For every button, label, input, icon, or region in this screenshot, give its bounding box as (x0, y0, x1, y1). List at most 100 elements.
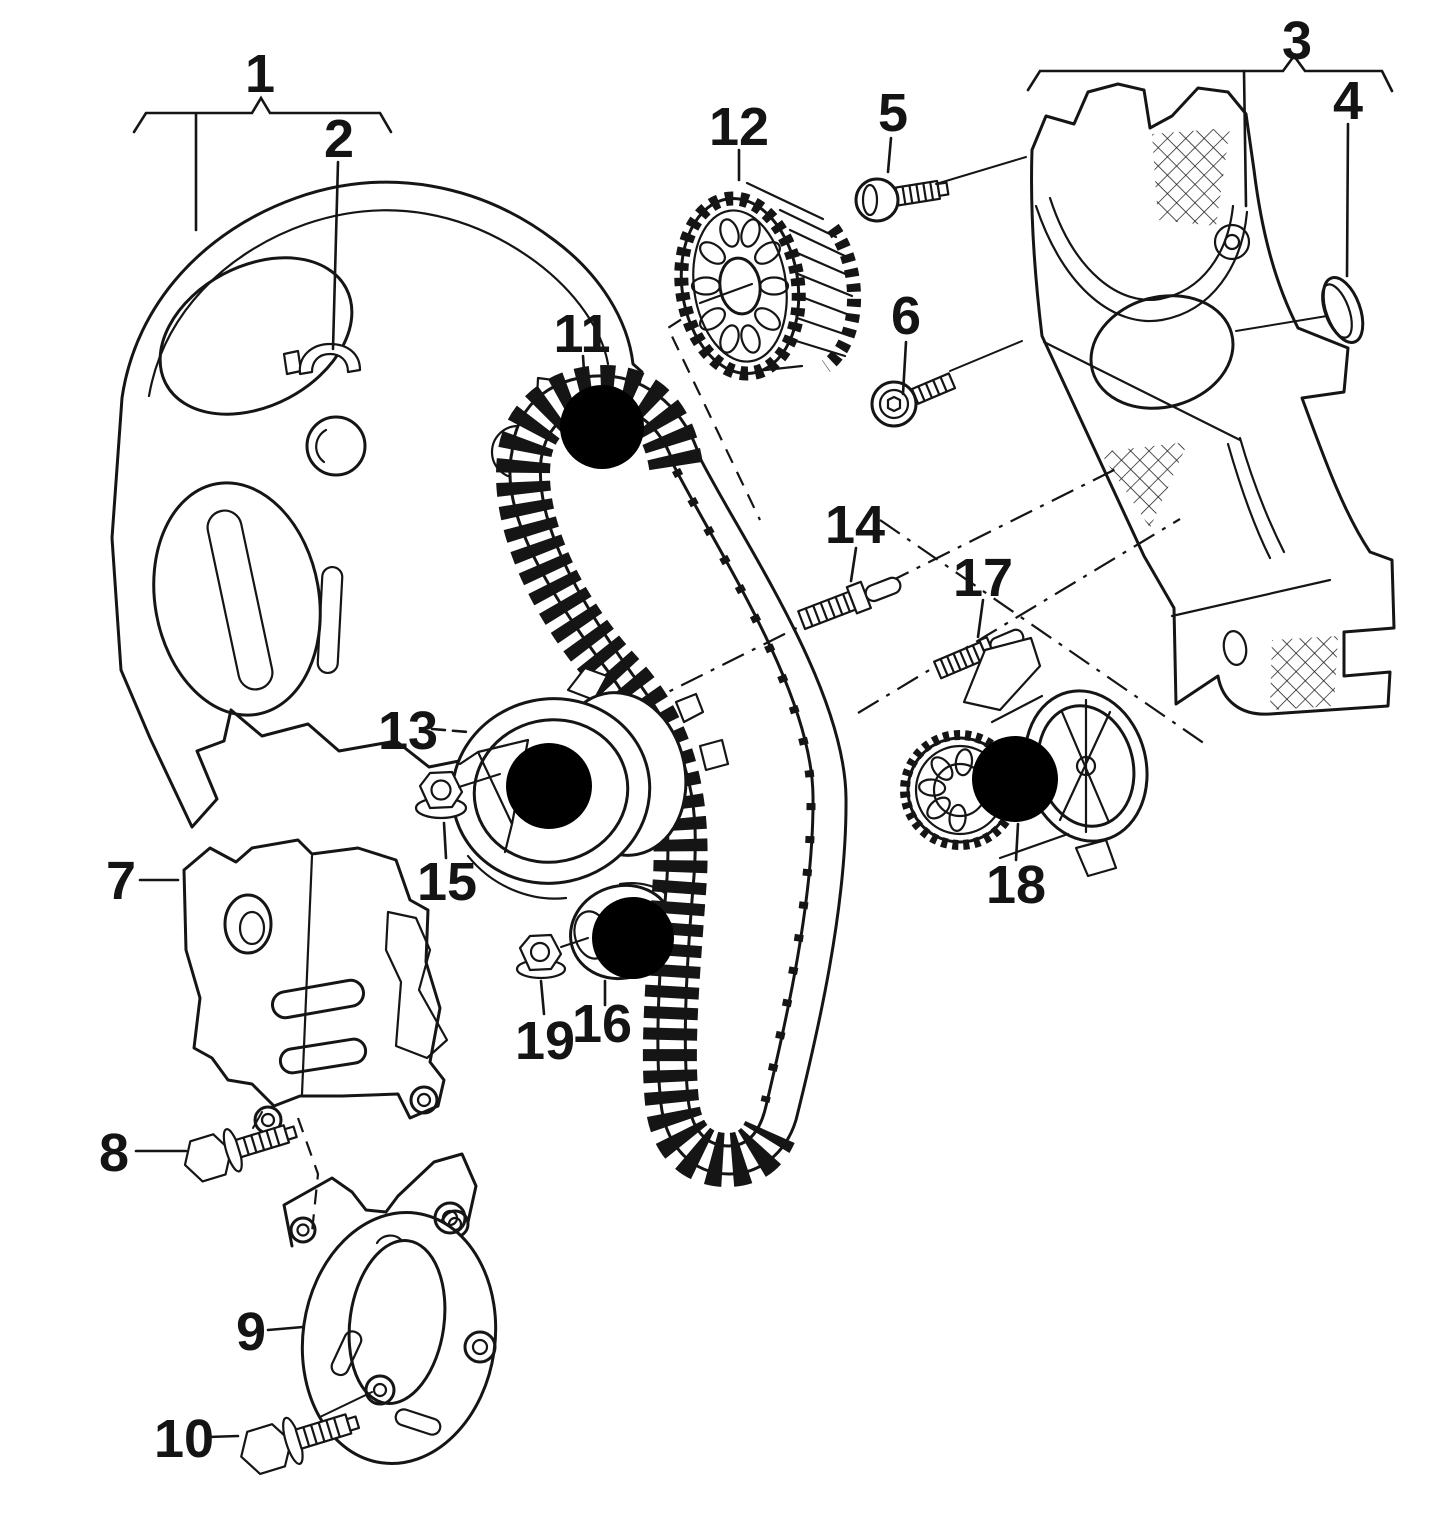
leader-11 (581, 354, 587, 388)
hex-bolt-part10 (240, 1413, 361, 1475)
callout-10: 10 (154, 1409, 214, 1469)
plate-grommet (223, 893, 273, 955)
pointer-plug4 (1235, 315, 1328, 332)
ring-boss-top (433, 1201, 467, 1235)
callout-17: 17 (953, 548, 1013, 608)
pump-spokes (1058, 698, 1112, 834)
redaction-circle-4 (972, 736, 1058, 822)
ring-strap-ear-left-hole (296, 1223, 310, 1237)
belt-back-teeth (671, 467, 816, 1104)
bolt5-threads (901, 181, 935, 206)
bolt6-head (870, 380, 918, 428)
axis-stud17 (857, 518, 1181, 714)
leader-17 (976, 598, 985, 639)
bracket-group1 (132, 95, 393, 134)
pump-gear-hole (954, 748, 974, 777)
cover-upper-opening (158, 256, 354, 416)
tensioner-base-arm (384, 910, 449, 1060)
ring-strap-ear-left (289, 1216, 317, 1244)
ring-boss-top-hole (441, 1209, 459, 1227)
rear-cover-part3 (1030, 82, 1396, 716)
rear-cover-outline (1030, 82, 1396, 716)
bolt5-head-edge (861, 183, 879, 217)
ring-slot-bottom (394, 1408, 442, 1436)
redaction-circle-3 (592, 897, 674, 979)
leader-19 (539, 979, 546, 1016)
hatch-top (1152, 128, 1230, 226)
tensioner-top-tab (566, 666, 609, 702)
axis-tensioner-stud14 (639, 465, 1123, 707)
sprocket-hole (754, 307, 781, 331)
callout-15: 15 (417, 852, 477, 912)
stud17-threads (939, 644, 981, 677)
callout-9: 9 (236, 1302, 266, 1362)
sprocket-center-mark (698, 282, 754, 305)
callout-2: 2 (324, 109, 354, 169)
bolt6-threads (917, 375, 948, 403)
leader-18 (1014, 822, 1020, 862)
plate-fold (300, 854, 314, 1096)
plate-grommet-inner (238, 910, 266, 946)
bracket-group3 (1026, 53, 1394, 93)
callout-19: 19 (515, 1011, 575, 1071)
rear-cover-bore-inner (1048, 196, 1235, 301)
redaction-layer (506, 385, 1058, 979)
cam-sprocket-part12 (674, 181, 862, 381)
ring-boss-bottom (364, 1374, 396, 1406)
bolt-part5 (854, 177, 950, 223)
clip-part2 (282, 342, 362, 376)
plate-ear-right (409, 1085, 439, 1115)
nut15-hole (430, 779, 452, 801)
hatch-middle (1100, 442, 1188, 528)
nut19-hole (529, 941, 551, 963)
pump-gear-hole (930, 756, 954, 781)
rear-cover-rib (1226, 436, 1286, 560)
clip-body (298, 342, 362, 376)
pump-hub (1075, 755, 1097, 777)
leader-5 (886, 136, 893, 174)
sprocket-hole (740, 324, 761, 354)
sprocket-back-teeth (821, 223, 862, 372)
cover-mid-slot (316, 565, 344, 675)
plate-slot-1 (271, 978, 365, 1020)
callout-6: 6 (891, 286, 921, 346)
sprocket-drum-teeth (778, 208, 854, 358)
callout-16: 16 (572, 994, 632, 1054)
pointer-nut19 (560, 937, 589, 948)
water-pump-part18 (900, 636, 1149, 878)
ring-boss-bottom-hole (372, 1382, 388, 1398)
leader-10 (206, 1434, 240, 1439)
lower-cover-part9 (282, 1152, 498, 1465)
ring-boss-right (463, 1330, 497, 1364)
pump-top-lug (962, 636, 1042, 712)
bolt6-head-inner (878, 388, 910, 420)
sprocket-hole (699, 307, 726, 331)
callout-13: 13 (378, 701, 438, 761)
callout-11: 11 (553, 304, 610, 364)
leader-15 (442, 821, 448, 860)
stud-part14 (797, 576, 902, 631)
pointer-bolt5 (935, 156, 1027, 185)
rear-cover-boss (1213, 223, 1251, 261)
callout-8: 8 (99, 1123, 129, 1183)
plate-slot-2 (278, 1037, 368, 1075)
stud14-shank (864, 576, 902, 603)
sprocket-hole (719, 218, 740, 248)
callout-3: 3 (1282, 11, 1312, 71)
pointer-bolt10 (319, 1391, 373, 1418)
ring-key-notch (375, 1234, 404, 1245)
rear-cover-oval-hole (1222, 630, 1248, 666)
bolt10-tip (345, 1415, 361, 1432)
cover-boss-slot (206, 509, 274, 691)
rear-cover-bore-edge (1034, 204, 1249, 323)
bolt8-tip (283, 1125, 298, 1141)
callout-7: 7 (106, 851, 136, 911)
leader-2 (331, 160, 340, 351)
cover-lower-boss (152, 481, 322, 717)
pointer-lines (252, 156, 1328, 1418)
callout-5: 5 (878, 83, 908, 143)
plate-ear-left-hole (260, 1112, 276, 1128)
sprocket-face-rim (692, 209, 788, 363)
axis-cover-diagonal (879, 519, 1206, 745)
